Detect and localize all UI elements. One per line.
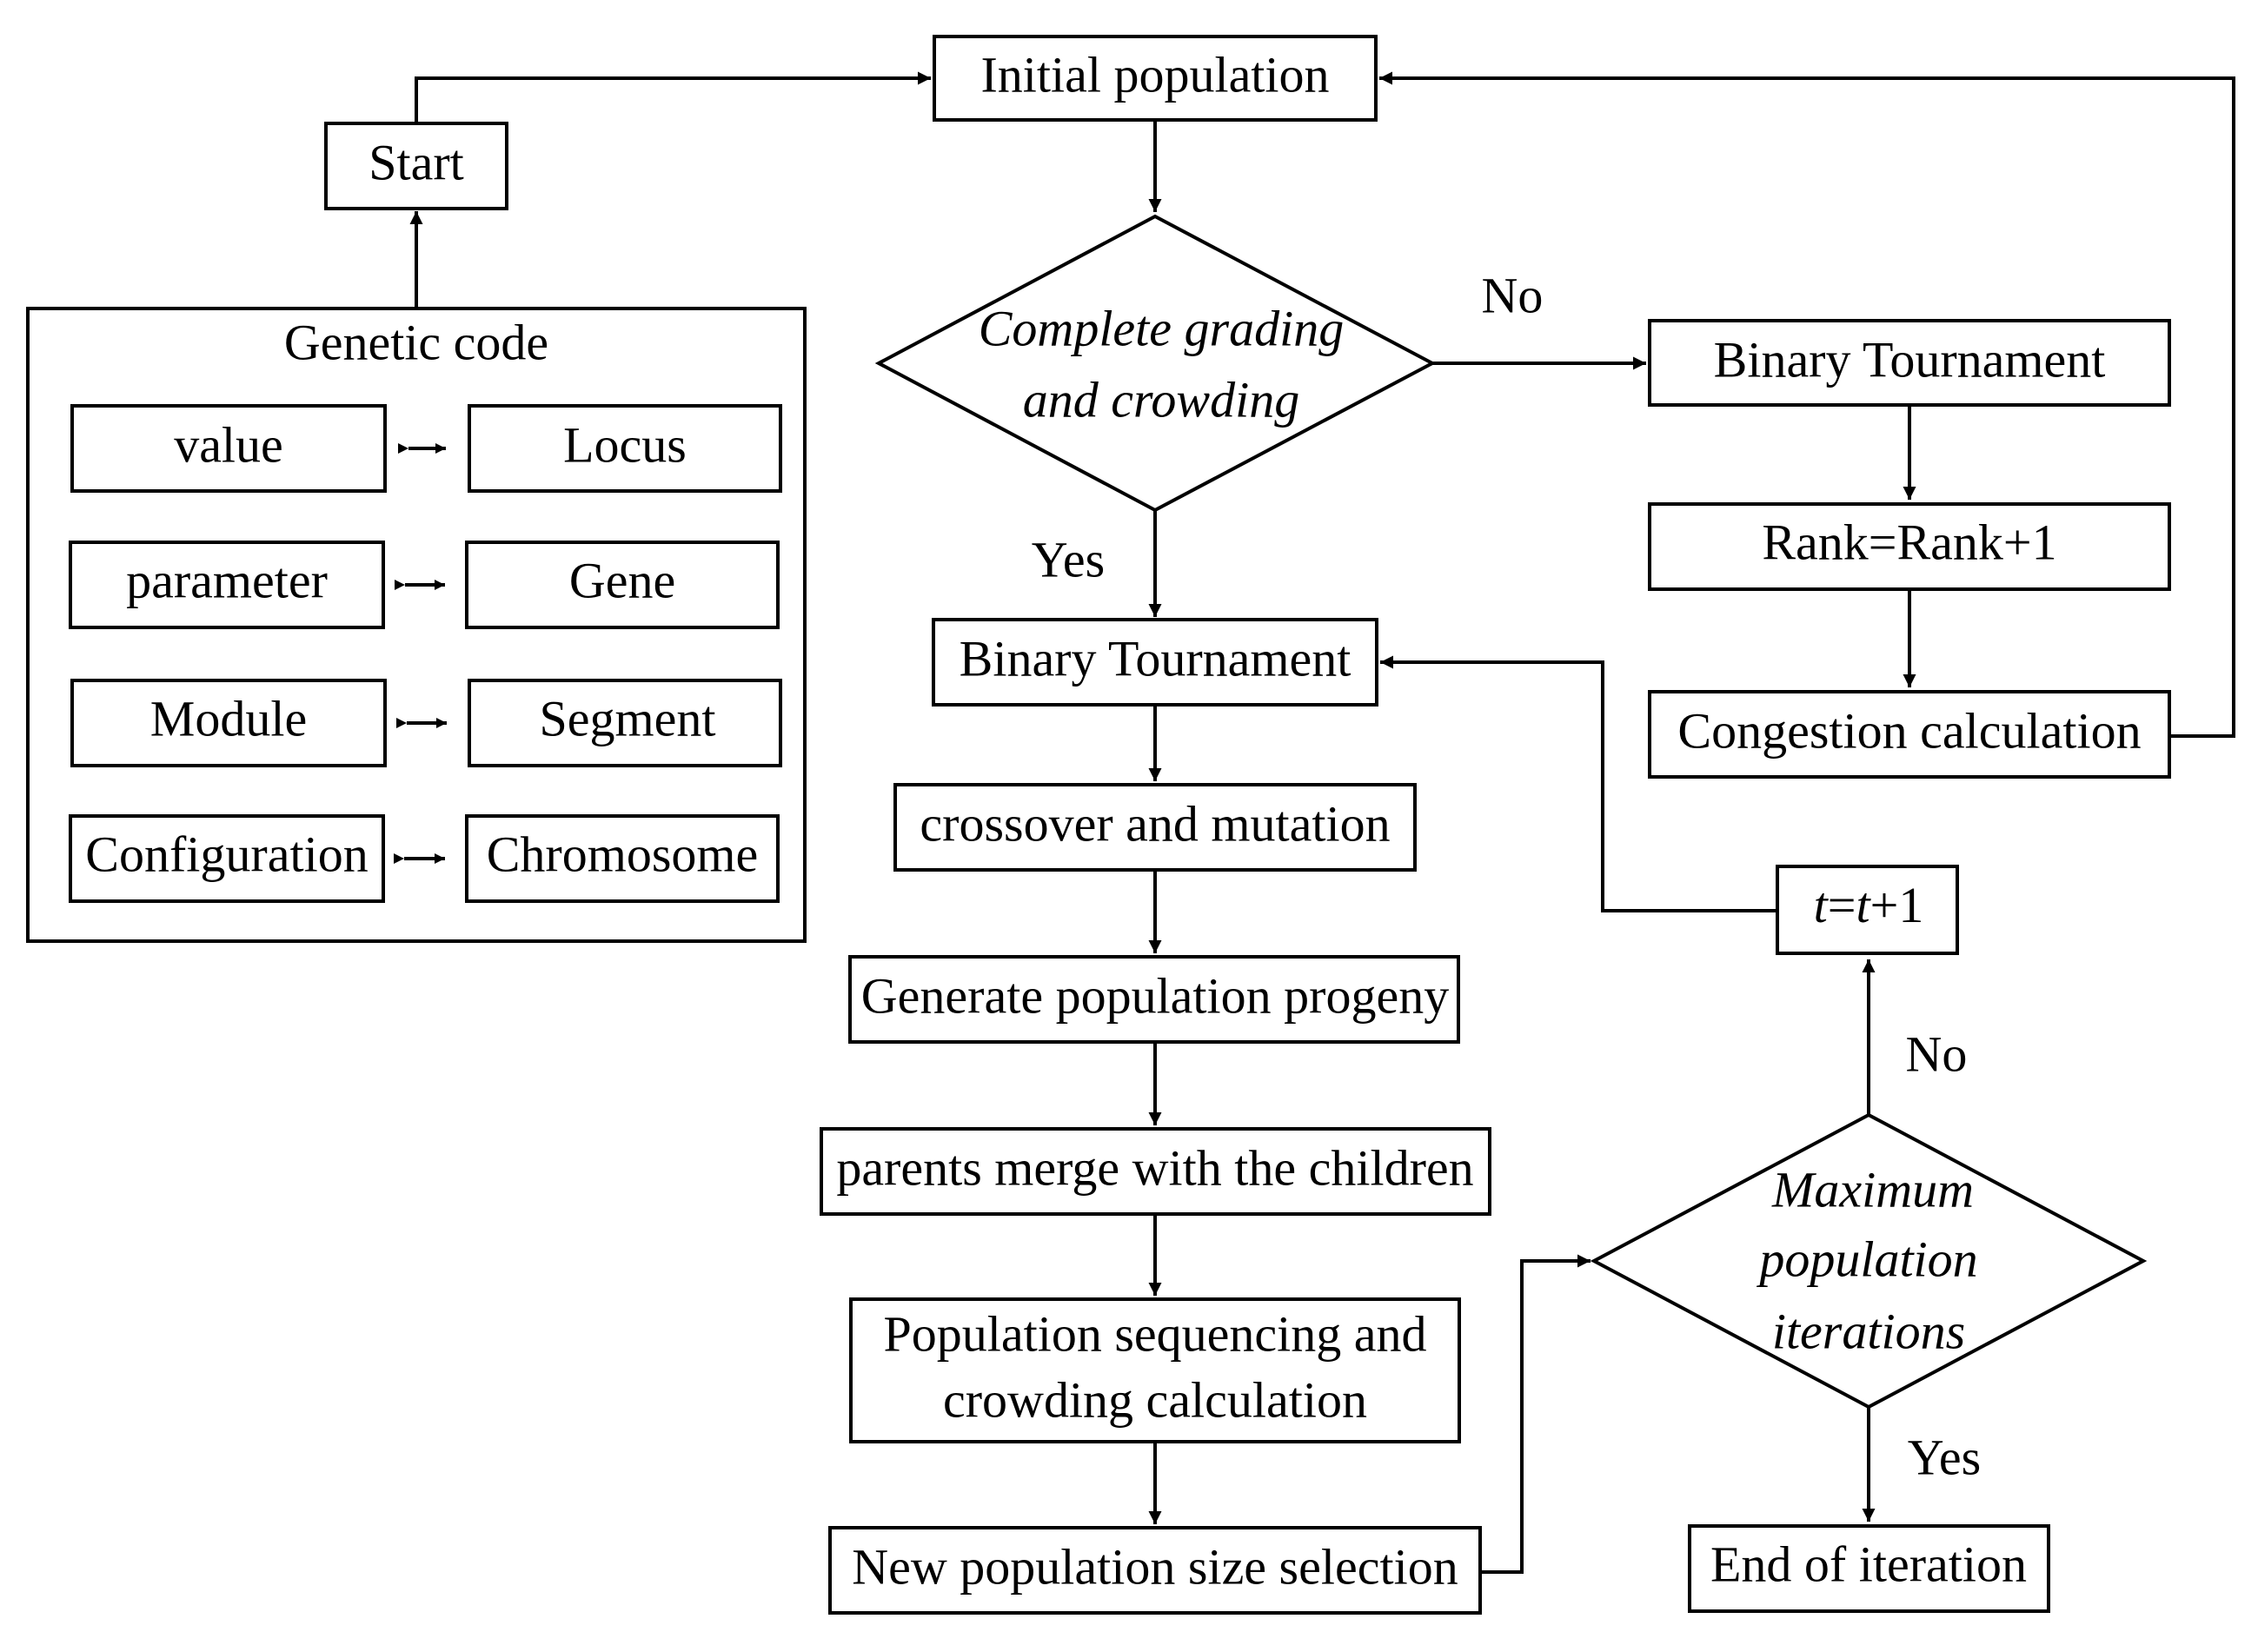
arrow-congestion-to-initial xyxy=(1379,71,2235,738)
locus-label: Locus xyxy=(563,416,687,473)
edge-label-yes-2: Yes xyxy=(1908,1429,1981,1485)
parents-merge-label: parents merge with the children xyxy=(836,1139,1473,1196)
binary-tournament-main-label: Binary Tournament xyxy=(960,630,1351,687)
decision2-label-line1: Maximum xyxy=(1771,1161,1974,1217)
configuration-box xyxy=(69,814,385,903)
generate-progeny-node xyxy=(848,955,1460,1044)
mapping-pair-3: Module Segment xyxy=(70,679,782,767)
generate-progeny-label: Generate population progeny xyxy=(861,967,1449,1024)
genetic-code-title: Genetic code xyxy=(284,314,548,370)
arrow-start-to-initial-population xyxy=(415,71,931,123)
initial-population-node xyxy=(933,35,1378,122)
edge-label-no-1: No xyxy=(1482,267,1544,323)
rank-label: Rank=Rank+1 xyxy=(1762,514,2056,570)
mapping-pair-2: parameter Gene xyxy=(69,541,780,629)
increment-label: t=t+1 xyxy=(1814,877,1924,933)
new-population-size-label: New population size selection xyxy=(852,1538,1458,1595)
value-box xyxy=(70,404,387,493)
congestion-calculation-node xyxy=(1648,690,2171,779)
decision2-label-line2: population xyxy=(1756,1231,1977,1287)
congestion-calculation-label: Congestion calculation xyxy=(1677,702,2141,759)
decision1-label-line1: Complete grading xyxy=(979,300,1344,356)
chromosome-box xyxy=(465,814,780,903)
module-label: Module xyxy=(150,690,307,746)
end-of-iteration-node xyxy=(1688,1524,2050,1613)
arrow-new-size-to-decision2 xyxy=(1480,1254,1591,1574)
increment-node xyxy=(1776,865,1959,955)
increment-equals: = xyxy=(1828,877,1856,933)
parents-merge-node xyxy=(820,1127,1491,1216)
mapping-pair-1: value Locus xyxy=(70,404,782,493)
edge-label-yes-1: Yes xyxy=(1032,531,1105,587)
end-of-iteration-label: End of iteration xyxy=(1710,1536,2027,1592)
decision2-label-line3: iterations xyxy=(1772,1303,1965,1359)
segment-label: Segment xyxy=(540,690,716,746)
parameter-label: parameter xyxy=(126,552,328,608)
gene-box xyxy=(465,541,780,629)
population-sequencing-label-line2: crowding calculation xyxy=(943,1371,1367,1428)
configuration-label: Configuration xyxy=(85,826,368,882)
complete-grading-decision xyxy=(874,214,1437,513)
crossover-mutation-node xyxy=(893,783,1417,872)
binary-tournament-main-node xyxy=(932,618,1378,707)
edge-label-no-2: No xyxy=(1906,1025,1968,1082)
increment-var-2: t xyxy=(1856,877,1872,933)
rank-node xyxy=(1648,502,2171,591)
arrow-increment-to-binary-tournament xyxy=(1380,655,1777,912)
segment-box xyxy=(468,679,782,767)
start-node xyxy=(324,122,508,210)
binary-tournament-right-node xyxy=(1648,319,2171,407)
mapping-pair-4: Configuration Chromosome xyxy=(69,814,780,903)
decision1-label-line2: and crowding xyxy=(1023,371,1299,428)
locus-box xyxy=(468,404,782,493)
gene-label: Gene xyxy=(569,552,675,608)
module-box xyxy=(70,679,387,767)
start-label: Start xyxy=(369,134,464,190)
crossover-mutation-label: crossover and mutation xyxy=(920,795,1390,852)
chromosome-label: Chromosome xyxy=(487,826,759,882)
population-sequencing-label-line1: Population sequencing and xyxy=(883,1305,1426,1362)
population-sequencing-node xyxy=(849,1297,1461,1443)
binary-tournament-right-label: Binary Tournament xyxy=(1714,331,2106,388)
increment-plus-one: +1 xyxy=(1870,877,1924,933)
parameter-box xyxy=(69,541,385,629)
new-population-size-node xyxy=(828,1526,1482,1615)
increment-var-1: t xyxy=(1814,877,1830,933)
value-label: value xyxy=(174,416,283,473)
initial-population-label: Initial population xyxy=(980,46,1329,103)
